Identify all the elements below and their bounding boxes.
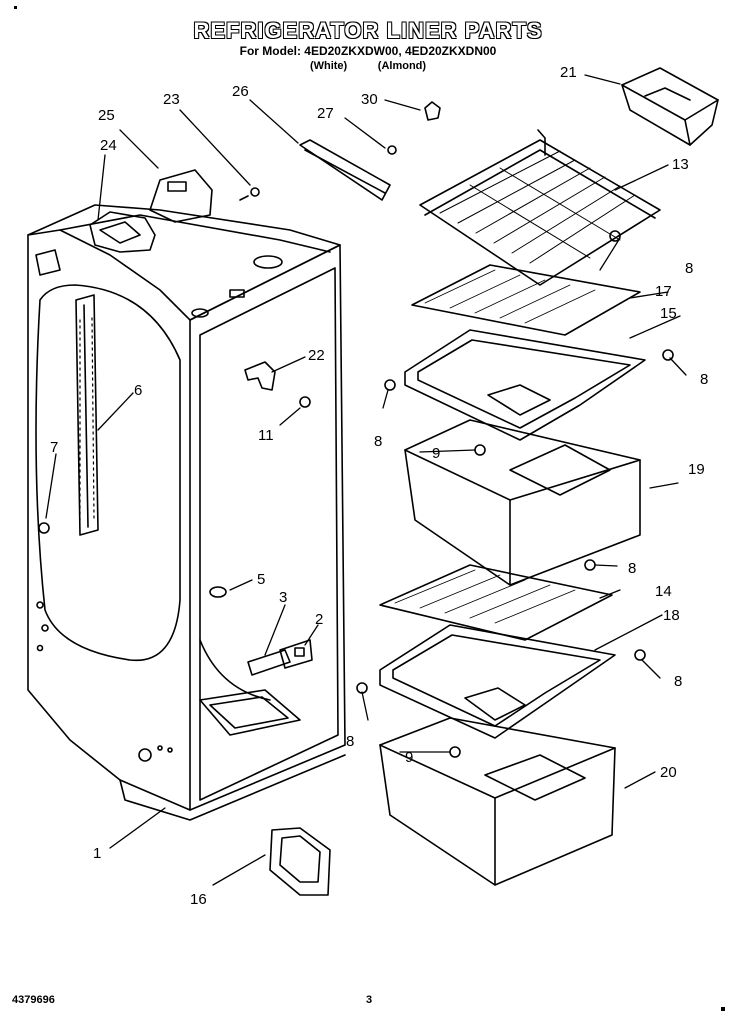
page-number: 3 (366, 994, 373, 1006)
corner-marks (14, 6, 725, 1011)
callout-18: 18 (663, 607, 680, 624)
bracket-22 (244, 361, 276, 391)
screw-8-c (662, 349, 674, 361)
screw-8-f (634, 649, 646, 661)
screw-27 (387, 145, 397, 155)
air-duct-bar (299, 139, 391, 201)
screw-23 (239, 187, 260, 201)
callout-8-e: 8 (674, 673, 682, 690)
callout-9-b: 9 (405, 749, 413, 766)
light-bracket (149, 169, 213, 223)
header: REFRIGERATOR LINER PARTS For Model: 4ED2… (0, 18, 736, 73)
clip-30 (424, 101, 441, 121)
callout-14: 14 (655, 583, 672, 600)
screw-8-b (384, 379, 396, 391)
page-title: REFRIGERATOR LINER PARTS (193, 18, 543, 43)
callout-2: 2 (315, 611, 323, 628)
screw-9-a (474, 444, 486, 456)
callout-1: 1 (93, 845, 101, 862)
screw-11 (299, 396, 311, 408)
screw-8-d (584, 559, 596, 571)
cover-16 (269, 827, 331, 896)
callout-26: 26 (232, 83, 249, 100)
crisper-pan-19 (404, 384, 641, 586)
callout-7: 7 (50, 439, 58, 456)
door-bin (621, 67, 719, 146)
callout-25: 25 (98, 107, 115, 124)
callout-19: 19 (688, 461, 705, 478)
color-variants: (White) (Almond) (309, 60, 427, 72)
callout-17: 17 (655, 283, 672, 300)
callout-15: 15 (660, 305, 677, 322)
callout-labels: 1 2 3 5 6 7 8 8 8 8 8 8 9 9 11 13 14 15 … (50, 64, 708, 908)
screw-8-a (609, 230, 621, 242)
liner-cabinet (27, 204, 346, 821)
callout-21: 21 (560, 64, 577, 81)
shelf-frame-18 (379, 624, 616, 739)
callout-9-a: 9 (432, 445, 440, 462)
callout-22: 22 (308, 347, 325, 364)
callout-8-f: 8 (346, 733, 354, 750)
callout-24: 24 (100, 137, 117, 154)
part-3 (247, 649, 291, 676)
callout-20: 20 (660, 764, 677, 781)
shelf-rail (75, 294, 99, 536)
callout-27: 27 (317, 105, 334, 122)
screw-7 (38, 522, 50, 534)
callout-8-d: 8 (628, 560, 636, 577)
shelf-frame-15 (404, 329, 646, 441)
callout-13: 13 (672, 156, 689, 173)
glass-shelf-17 (411, 264, 641, 336)
callout-8-a: 8 (685, 260, 693, 277)
callout-8-c: 8 (374, 433, 382, 450)
leader-lines (45, 74, 687, 886)
model-numbers: For Model: 4ED20ZKXDW00, 4ED20ZKXDN00 (239, 44, 497, 58)
callout-11: 11 (258, 427, 274, 444)
callout-8-b: 8 (700, 371, 708, 388)
callout-3: 3 (279, 589, 287, 606)
screw-9-b (449, 746, 461, 758)
wire-shelf (419, 129, 661, 286)
part-5 (209, 586, 227, 598)
callout-16: 16 (190, 891, 207, 908)
callout-30: 30 (361, 91, 378, 108)
callout-23: 23 (163, 91, 180, 108)
glass-shelf-14 (379, 564, 613, 641)
part-2 (279, 639, 313, 669)
crisper-pan-20 (379, 687, 616, 886)
document-number: 4379696 (12, 994, 55, 1006)
callout-5: 5 (257, 571, 265, 588)
callout-6: 6 (134, 382, 142, 399)
control-housing (89, 211, 156, 253)
